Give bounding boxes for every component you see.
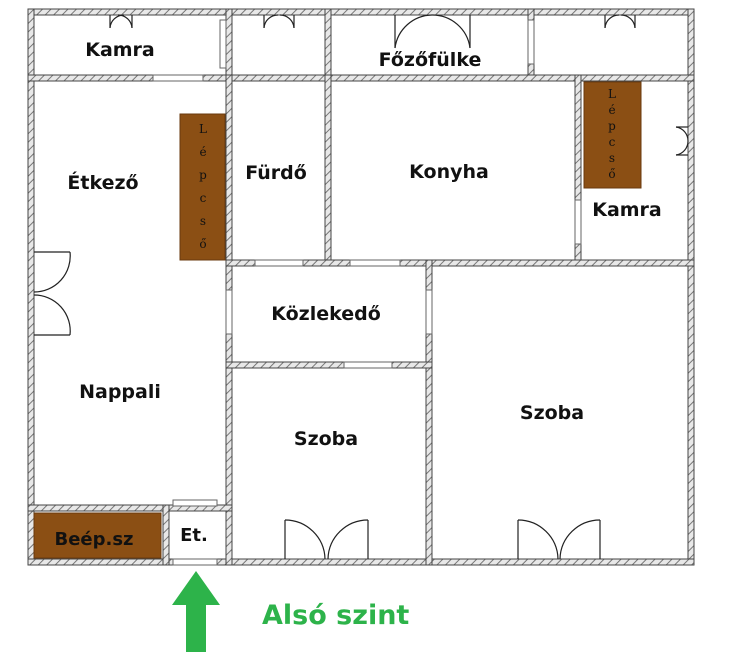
stair-letter: p [199,168,207,182]
room-label-et: Et. [180,525,208,546]
windows [152,19,582,566]
room-label-kamra-top: Kamra [85,39,155,61]
stair-letter: ő [199,237,206,251]
stair-right [583,81,642,189]
room-label-szoba-right: Szoba [520,402,584,424]
room-label-beep-sz: Beép.sz [54,529,133,550]
stair-letter: c [609,135,616,149]
stair-letter: é [199,145,206,159]
room-label-etkezo: Étkező [67,171,138,194]
room-label-szoba-left: Szoba [294,428,358,450]
builtin-wardrobe [33,512,162,559]
doors [33,14,689,560]
stair-letter: ő [608,167,615,181]
level-caption: Alsó szint [262,600,409,631]
stair-letter: s [200,214,206,228]
stair-letter: L [199,122,207,136]
room-label-kozlekedo: Közlekedő [271,303,381,325]
stair-letter: L [608,87,616,101]
room-label-kamra-right: Kamra [592,199,662,221]
room-label-furdo: Fürdő [245,162,307,184]
stair-letter: é [608,103,615,117]
room-label-fozofulke: Főzőfülke [379,49,482,71]
stair-letter: p [608,119,616,133]
stair-letter: s [609,151,615,165]
stair-letter: c [200,191,207,205]
room-label-nappali: Nappali [79,381,161,403]
entrance-arrow [172,571,220,652]
stair-left [179,113,226,261]
room-label-konyha: Konyha [409,161,489,183]
